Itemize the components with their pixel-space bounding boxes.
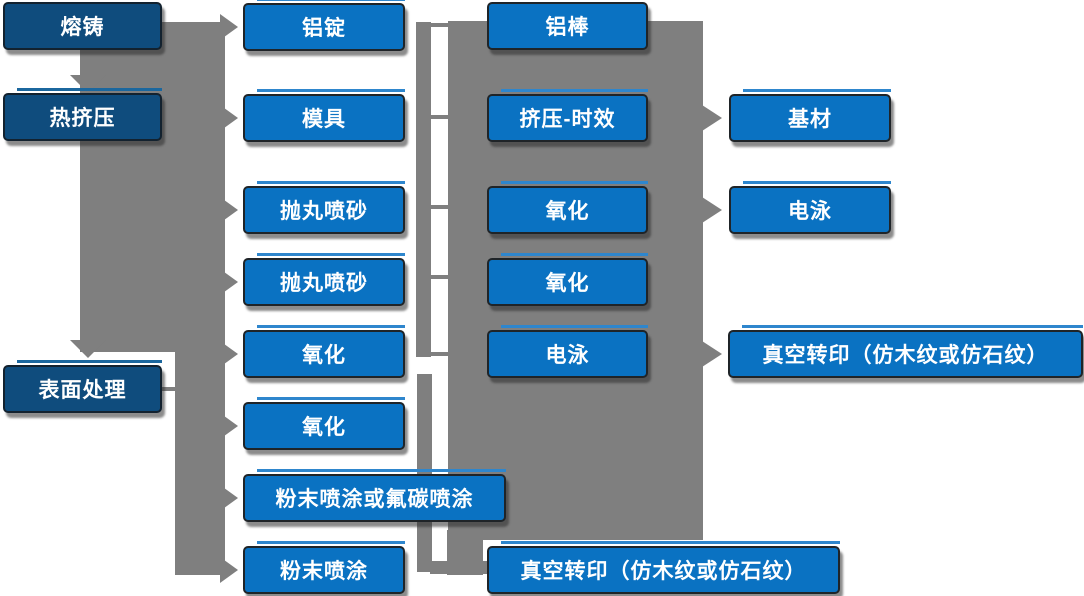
node-mold: 模具 bbox=[243, 89, 405, 142]
arrow-to-shot-blasting-1-icon bbox=[220, 197, 238, 223]
node-powder-or-fluorocarbon-coating: 粉末喷涂或氟碳喷涂 bbox=[243, 469, 506, 522]
arrow-to-electrophoresis-icon bbox=[702, 197, 722, 223]
arrow-to-oxidation-1-icon bbox=[220, 341, 238, 367]
node-melting-casting: 熔铸 bbox=[3, 2, 162, 50]
arrow-to-powder-coating-icon bbox=[220, 557, 238, 583]
arrow-to-mold-icon bbox=[220, 105, 238, 131]
arrow-to-shot-blasting-2-icon bbox=[220, 269, 238, 295]
connector-midbar-upper bbox=[416, 22, 431, 357]
node-oxidation-1: 氧化 bbox=[243, 325, 405, 378]
arrow-to-powder-fluorocarbon-icon bbox=[220, 485, 238, 511]
connector-link-row3 bbox=[431, 205, 449, 209]
node-aluminum-ingot: 铝锭 bbox=[243, 0, 405, 51]
connector-trunk-left-upper bbox=[80, 22, 225, 352]
node-hot-extrusion: 热挤压 bbox=[3, 88, 162, 141]
arrow-to-base-material-icon bbox=[702, 105, 722, 131]
node-base-material: 基材 bbox=[729, 89, 891, 142]
connector-link-row4 bbox=[431, 275, 449, 279]
connector-midbar-lower bbox=[417, 374, 432, 572]
connector-surface-treatment-link bbox=[162, 387, 177, 391]
arrow-to-oxidation-2-icon bbox=[220, 413, 238, 439]
node-oxidation-4: 氧化 bbox=[487, 253, 648, 306]
node-oxidation-3: 氧化 bbox=[487, 181, 648, 234]
node-aluminum-rod: 铝棒 bbox=[487, 2, 648, 50]
node-vacuum-transfer-printing-1: 真空转印（仿木纹或仿石纹） bbox=[487, 541, 840, 594]
node-powder-coating: 粉末喷涂 bbox=[243, 541, 405, 594]
connector-link-row2 bbox=[431, 115, 449, 119]
node-oxidation-2: 氧化 bbox=[243, 397, 405, 450]
connector-link-row1 bbox=[431, 23, 449, 27]
node-shot-blasting-2: 抛丸喷砂 bbox=[243, 253, 405, 306]
arrow-down-to-surface-treatment-icon bbox=[70, 340, 106, 358]
connector-link-row5 bbox=[431, 352, 449, 356]
arrow-to-aluminum-ingot-icon bbox=[220, 14, 238, 40]
node-shot-blasting-1: 抛丸喷砂 bbox=[243, 181, 405, 234]
node-surface-treatment: 表面处理 bbox=[3, 360, 162, 413]
node-electrophoresis-1: 电泳 bbox=[487, 325, 648, 378]
node-extrusion-aging: 挤压-时效 bbox=[487, 89, 648, 142]
connector-trunk-left-lower bbox=[175, 352, 225, 575]
arrow-to-vacuum-transfer-icon bbox=[702, 341, 722, 367]
node-electrophoresis-2: 电泳 bbox=[729, 181, 891, 234]
connector-bottom-link bbox=[430, 561, 488, 574]
node-vacuum-transfer-printing-2: 真空转印（仿木纹或仿石纹） bbox=[728, 325, 1083, 378]
